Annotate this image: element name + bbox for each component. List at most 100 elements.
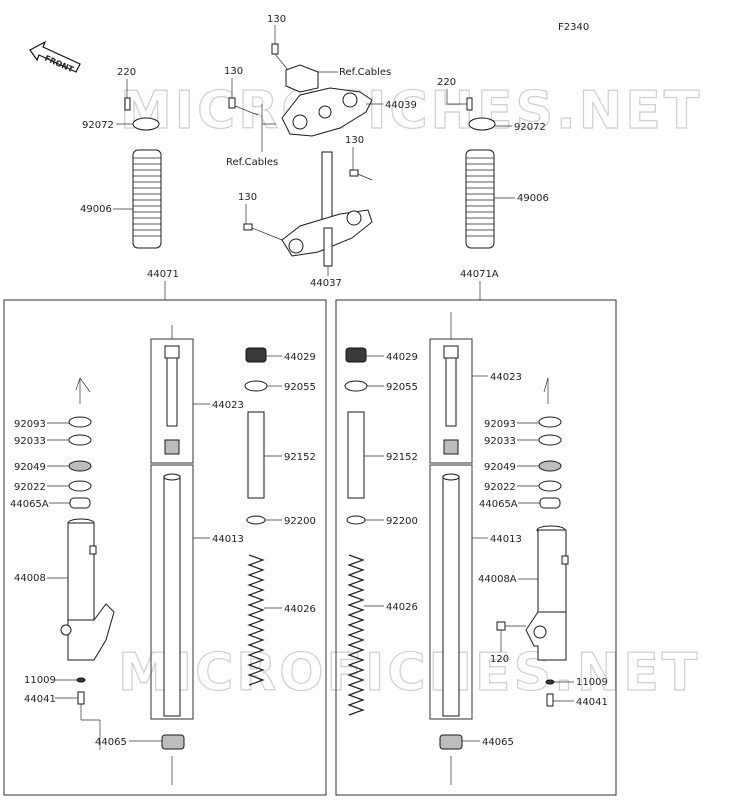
label-left-cap: 44029 (284, 352, 316, 363)
label-left-spring: 44026 (284, 604, 316, 615)
label-left-bushing-b: 44065 (95, 737, 127, 748)
left-fork-frame (3, 299, 327, 796)
right-washer-b-part (346, 515, 366, 525)
right-bushing-part (539, 497, 561, 509)
watermark-bottom: MICROFICHES.NET (118, 643, 700, 703)
label-lower-bracket: 44037 (310, 278, 342, 289)
label-bolt-130-c: 130 (345, 135, 364, 146)
right-boot-part (465, 149, 495, 249)
label-right-220: 220 (437, 77, 456, 88)
left-cylinder-part (164, 345, 180, 455)
left-bolt-part (77, 691, 85, 705)
bolt-130-d-part (243, 223, 283, 241)
label-right-bolt-120: 120 (490, 654, 509, 665)
right-washer-part (538, 480, 562, 492)
right-clamp-part (466, 97, 496, 131)
left-inner-tube-part (163, 473, 181, 717)
right-pipe-part (347, 411, 365, 499)
right-seal-b-part (538, 460, 562, 472)
left-outer-tube-part (60, 518, 115, 661)
left-oring-part (244, 380, 268, 392)
left-washer-part (68, 480, 92, 492)
label-left-pipe: 92152 (284, 452, 316, 463)
left-ring-a-part (68, 434, 92, 446)
upper-bracket-part (261, 64, 373, 137)
label-ref-cables-a: Ref.Cables (339, 67, 391, 78)
label-left-inner-tube: 44013 (212, 534, 244, 545)
left-clamp-part (124, 97, 160, 131)
label-right-clamp: 92072 (514, 122, 546, 133)
label-left-washer-b: 92200 (284, 516, 316, 527)
label-right-bushing: 44065A (479, 499, 518, 510)
label-right-ring-a: 92033 (484, 436, 516, 447)
right-bolt-part (546, 693, 554, 707)
right-spring-part (347, 554, 365, 716)
label-left-oring: 92055 (284, 382, 316, 393)
left-seal-part (68, 416, 92, 428)
label-right-assembly: 44071A (460, 269, 499, 280)
lower-bracket-part (281, 151, 373, 267)
label-upper-bracket: 44039 (385, 100, 417, 111)
diagram-code: F2340 (558, 22, 589, 33)
label-right-spring: 44026 (386, 602, 418, 613)
right-gasket-part (545, 679, 555, 685)
label-right-cap: 44029 (386, 352, 418, 363)
right-inner-tube-part (442, 473, 460, 717)
right-inner-tube-box (429, 464, 473, 720)
label-right-bushing-b: 44065 (482, 737, 514, 748)
left-gasket-part (76, 677, 86, 683)
left-washer-b-part (246, 515, 266, 525)
right-outer-tube-part (525, 525, 569, 661)
label-left-outer-tube: 44008 (14, 573, 46, 584)
left-bushing-b-part (161, 734, 185, 750)
label-right-outer-tube: 44008A (478, 574, 517, 585)
label-left-washer: 92022 (14, 482, 46, 493)
left-spring-part (247, 554, 265, 686)
front-arrow-icon: FRONT (29, 40, 81, 74)
label-left-boot: 49006 (80, 204, 112, 215)
label-left-gasket: 11009 (24, 675, 56, 686)
right-fork-frame (335, 299, 617, 796)
left-inner-tube-box (150, 464, 194, 720)
label-left-220: 220 (117, 67, 136, 78)
label-bolt-130-d: 130 (238, 192, 257, 203)
label-bolt-130-a: 130 (267, 14, 286, 25)
right-ring-a-part (538, 434, 562, 446)
left-seal-b-part (68, 460, 92, 472)
right-cylinder-part (443, 345, 459, 455)
left-cap-part (245, 347, 267, 363)
label-right-bolt: 44041 (576, 697, 608, 708)
label-right-gasket: 11009 (576, 677, 608, 688)
bolt-130-a-part (271, 43, 289, 71)
label-left-seal: 92093 (14, 419, 46, 430)
watermark-top: MICROFICHES.NET (120, 81, 702, 141)
label-ref-cables-b: Ref.Cables (226, 157, 278, 168)
label-left-cylinder: 44023 (212, 400, 244, 411)
right-seal-part (538, 416, 562, 428)
left-boot-part (132, 149, 162, 249)
label-left-clamp: 92072 (82, 120, 114, 131)
label-right-washer-b: 92200 (386, 516, 418, 527)
left-pipe-part (247, 411, 265, 499)
label-left-ring-a: 92033 (14, 436, 46, 447)
label-right-seal: 92093 (484, 419, 516, 430)
right-bolt-120-part (496, 621, 526, 631)
label-right-seal-b: 92049 (484, 462, 516, 473)
label-bolt-130-b: 130 (224, 66, 243, 77)
label-left-bolt: 44041 (24, 694, 56, 705)
right-bushing-b-part (439, 734, 463, 750)
right-cap-part (345, 347, 367, 363)
label-right-cylinder: 44023 (490, 372, 522, 383)
label-left-assembly: 44071 (147, 269, 179, 280)
label-right-pipe: 92152 (386, 452, 418, 463)
label-right-boot: 49006 (517, 193, 549, 204)
label-left-bushing: 44065A (10, 499, 49, 510)
label-left-seal-b: 92049 (14, 462, 46, 473)
label-right-washer: 92022 (484, 482, 516, 493)
label-right-inner-tube: 44013 (490, 534, 522, 545)
bolt-130-c-part (349, 169, 373, 181)
left-bushing-part (69, 497, 91, 509)
label-right-oring: 92055 (386, 382, 418, 393)
right-oring-part (344, 380, 368, 392)
